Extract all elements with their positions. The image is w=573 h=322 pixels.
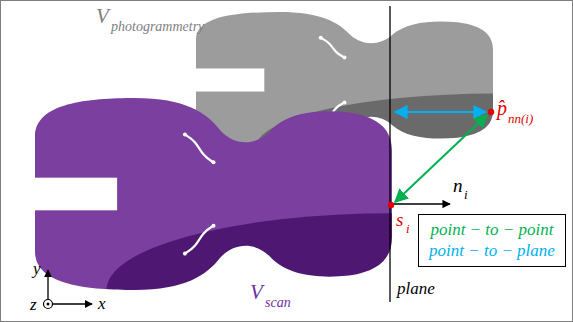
normal-symbol: n — [453, 176, 463, 195]
axis-label: x — [98, 295, 106, 312]
point-subscript: nn(i) — [508, 112, 533, 125]
scan-violin — [31, 98, 392, 290]
legend-entry: point − to − plane — [429, 240, 555, 261]
volume-symbol: V — [96, 6, 109, 27]
f-hole — [185, 134, 214, 162]
volume-subscript: scan — [265, 296, 291, 310]
nearest-point — [488, 109, 494, 115]
plane-label: plane — [397, 280, 435, 297]
legend-text: point − to − plane — [429, 241, 555, 260]
f-hole-end — [212, 160, 216, 164]
plane-line — [389, 6, 390, 302]
point-to-point-arrow — [395, 115, 487, 202]
f-hole-end — [319, 36, 323, 40]
f-hole-end — [212, 224, 216, 228]
axis-label: z — [30, 296, 37, 313]
scan-point — [388, 202, 394, 208]
y-axis — [47, 270, 48, 304]
x-axis — [48, 303, 92, 304]
point-symbol: s — [396, 210, 403, 229]
z-axis-dot — [47, 303, 50, 306]
point-symbol: p̂ — [497, 98, 507, 118]
f-hole-end — [183, 132, 187, 136]
f-hole — [185, 226, 214, 254]
normal-arrow — [394, 203, 450, 204]
normal-subscript: i — [464, 188, 468, 201]
volume-subscript: photogrammetry — [111, 20, 204, 34]
f-hole — [321, 38, 345, 58]
point-subscript: i — [406, 222, 410, 235]
z-axis-symbol — [44, 300, 53, 309]
neck-slot — [31, 178, 117, 211]
legend-text: point − to − point — [430, 220, 553, 239]
axis-label: y — [33, 260, 41, 277]
volume-symbol: V — [250, 282, 263, 303]
f-hole-end — [343, 56, 347, 60]
legend-box: point − to − point point − to − plane — [418, 214, 566, 267]
point-to-plane-arrow — [395, 111, 486, 113]
f-hole-end — [183, 252, 187, 256]
legend-entry: point − to − point — [429, 219, 555, 240]
f-hole-end — [343, 100, 347, 104]
neck-slot — [193, 68, 264, 91]
